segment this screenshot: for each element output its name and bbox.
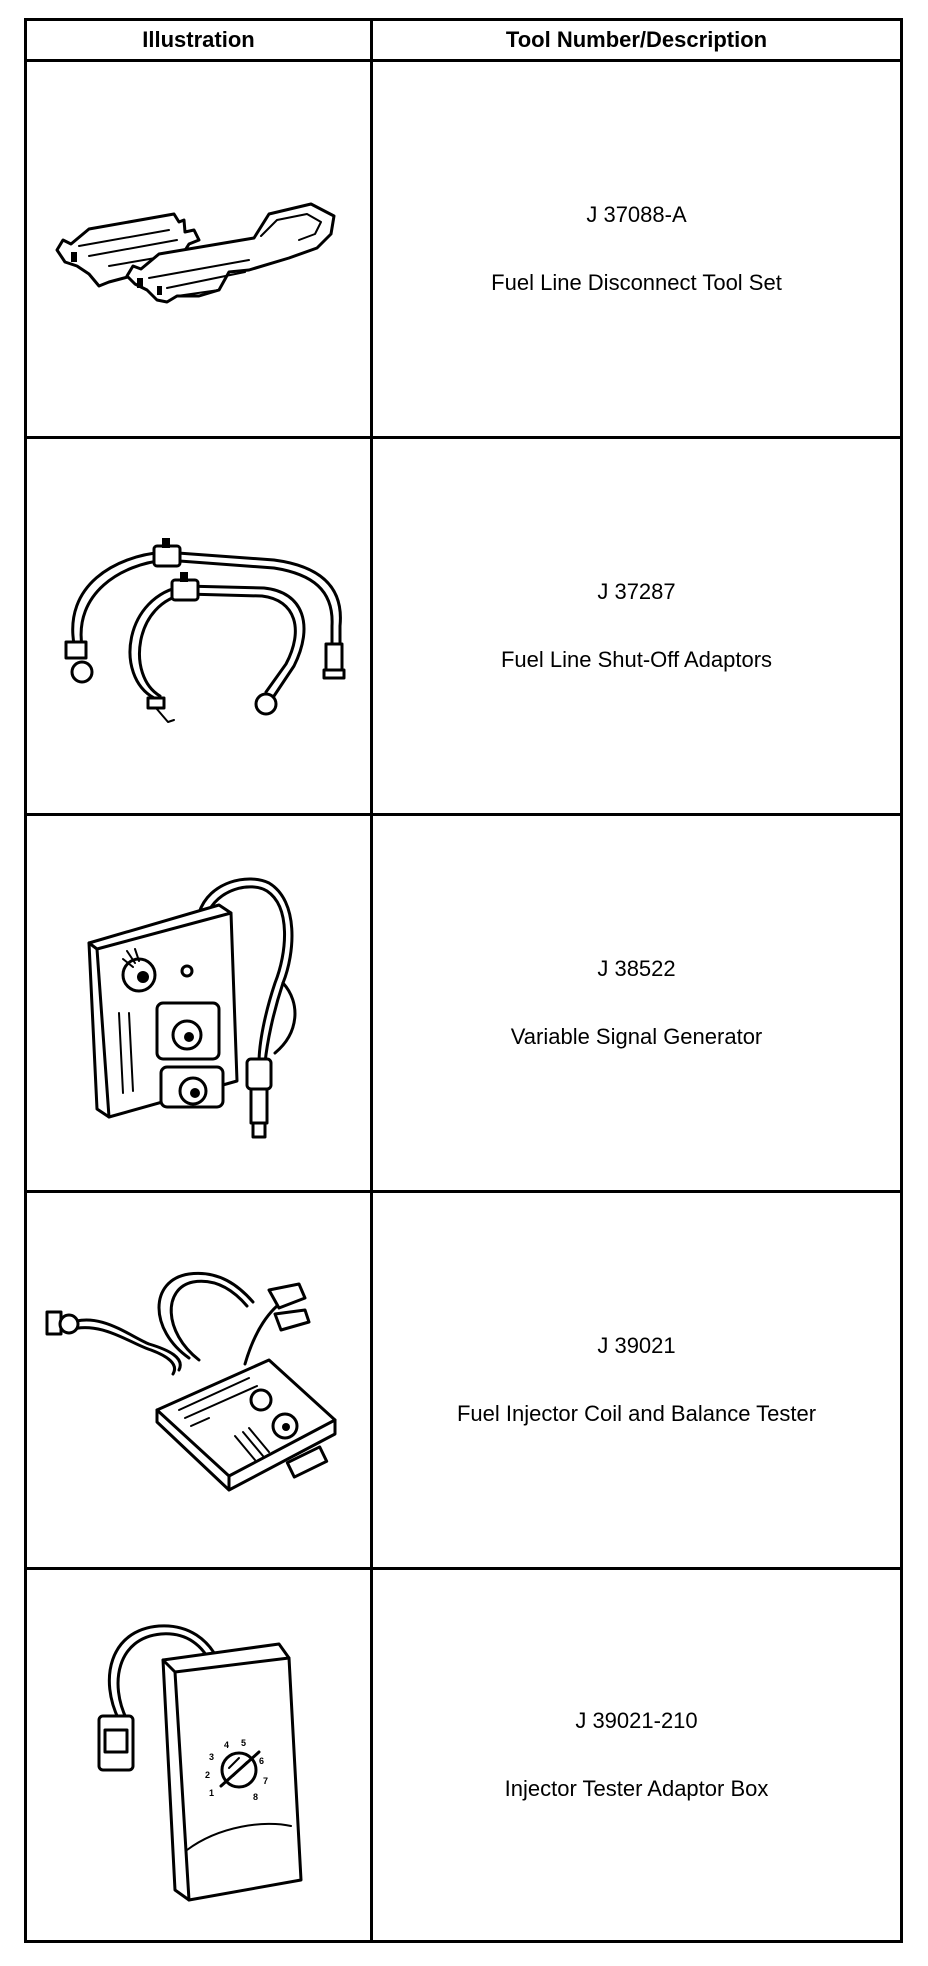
tool-number: J 38522 (597, 956, 676, 981)
description-cell: J 39021-210 Injector Tester Adaptor Box (370, 1567, 903, 1943)
illustration-cell: 1 2 3 4 5 6 7 8 (24, 1567, 373, 1943)
tool-description: Variable Signal Generator (510, 1024, 763, 1049)
tool-number: J 39021-210 (575, 1708, 698, 1733)
description-cell: J 37088-A Fuel Line Disconnect Tool Set (370, 59, 903, 439)
fuel-line-disconnect-tool-set-illustration (55, 202, 335, 304)
dial-number: 2 (205, 1770, 210, 1780)
tool-description: Fuel Injector Coil and Balance Tester (456, 1401, 817, 1426)
table-row: 1 2 3 4 5 6 7 8 J 39021-210 Injector Tes… (24, 1567, 903, 1943)
variable-signal-generator-illustration (87, 877, 296, 1139)
tool-number: J 39021 (597, 1333, 676, 1358)
table-row: J 37287 Fuel Line Shut-Off Adaptors (24, 436, 903, 816)
dial-number: 6 (259, 1756, 264, 1766)
fuel-injector-coil-balance-tester-illustration (45, 1271, 336, 1492)
tool-number: J 37287 (597, 579, 676, 604)
fuel-line-shut-off-adaptors-illustration (64, 538, 345, 723)
table-row: J 39021 Fuel Injector Coil and Balance T… (24, 1190, 903, 1570)
dial-number: 8 (253, 1792, 258, 1802)
dial-number: 4 (224, 1740, 229, 1750)
table-header-row: Illustration Tool Number/Description (24, 18, 903, 62)
header-illustration: Illustration (24, 18, 373, 62)
description-cell: J 39021 Fuel Injector Coil and Balance T… (370, 1190, 903, 1570)
injector-tester-adaptor-box-illustration: 1 2 3 4 5 6 7 8 (97, 1624, 302, 1902)
illustration-cell (24, 59, 373, 439)
dial-number: 7 (263, 1776, 268, 1786)
tool-description: Fuel Line Shut-Off Adaptors (500, 647, 773, 672)
dial-number: 3 (209, 1752, 214, 1762)
dial-number: 1 (209, 1788, 214, 1798)
illustration-cell (24, 1190, 373, 1570)
illustration-cell (24, 436, 373, 816)
description-cell: J 38522 Variable Signal Generator (370, 813, 903, 1193)
header-tool-number-description: Tool Number/Description (370, 18, 903, 62)
table-row: J 38522 Variable Signal Generator (24, 813, 903, 1193)
description-cell: J 37287 Fuel Line Shut-Off Adaptors (370, 436, 903, 816)
table-row: J 37088-A Fuel Line Disconnect Tool Set (24, 59, 903, 439)
tool-table: Illustration Tool Number/Description J 3… (24, 18, 903, 1943)
dial-number: 5 (241, 1738, 246, 1748)
illustration-cell (24, 813, 373, 1193)
tool-number: J 37088-A (586, 202, 687, 227)
tool-description: Injector Tester Adaptor Box (504, 1776, 769, 1801)
tool-description: Fuel Line Disconnect Tool Set (491, 270, 782, 295)
